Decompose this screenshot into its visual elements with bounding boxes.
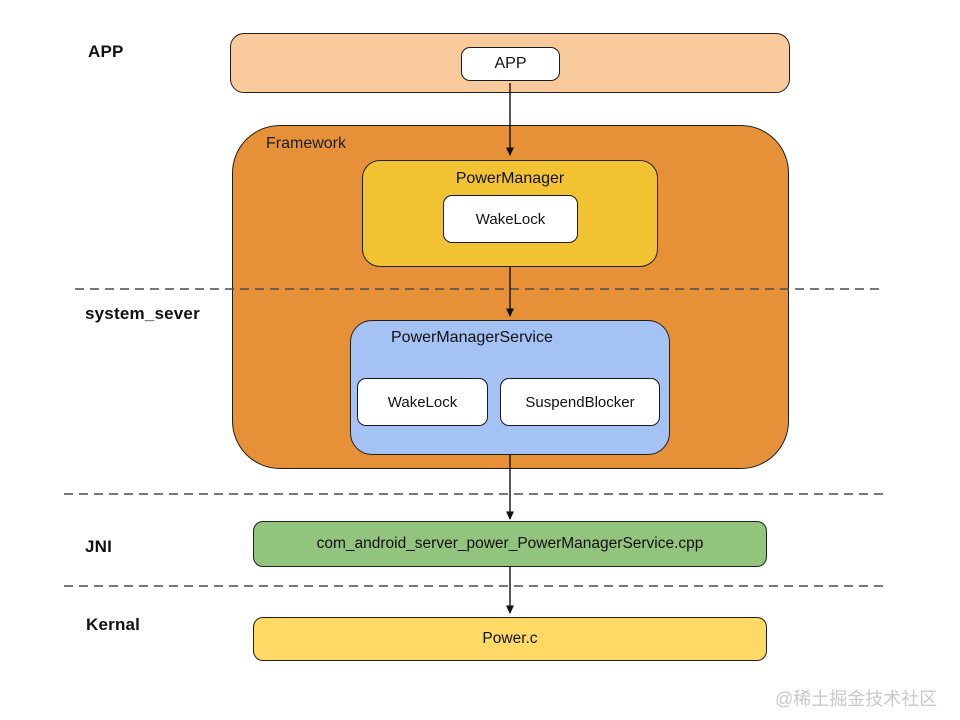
row-label-system-sever: system_sever xyxy=(85,304,200,323)
row-label-kernal: Kernal xyxy=(86,615,141,634)
service-suspend-blocker-node: SuspendBlocker xyxy=(500,378,660,426)
framework-label: Framework xyxy=(266,135,347,152)
power-manager-title: PowerManager xyxy=(455,170,565,187)
row-label-app: APP xyxy=(88,42,124,61)
power-manager-wakelock-node: WakeLock xyxy=(443,195,578,243)
service-wakelock-node: WakeLock xyxy=(357,378,488,426)
row-label-jni: JNI xyxy=(85,537,113,556)
power-manager-service-title: PowerManagerService xyxy=(391,329,553,346)
kernel-file-box: Power.c xyxy=(253,617,767,661)
app-node: APP xyxy=(461,47,560,81)
jni-file-box: com_android_server_power_PowerManagerSer… xyxy=(253,521,767,567)
watermark: @稀土掘金技术社区 xyxy=(775,689,938,709)
